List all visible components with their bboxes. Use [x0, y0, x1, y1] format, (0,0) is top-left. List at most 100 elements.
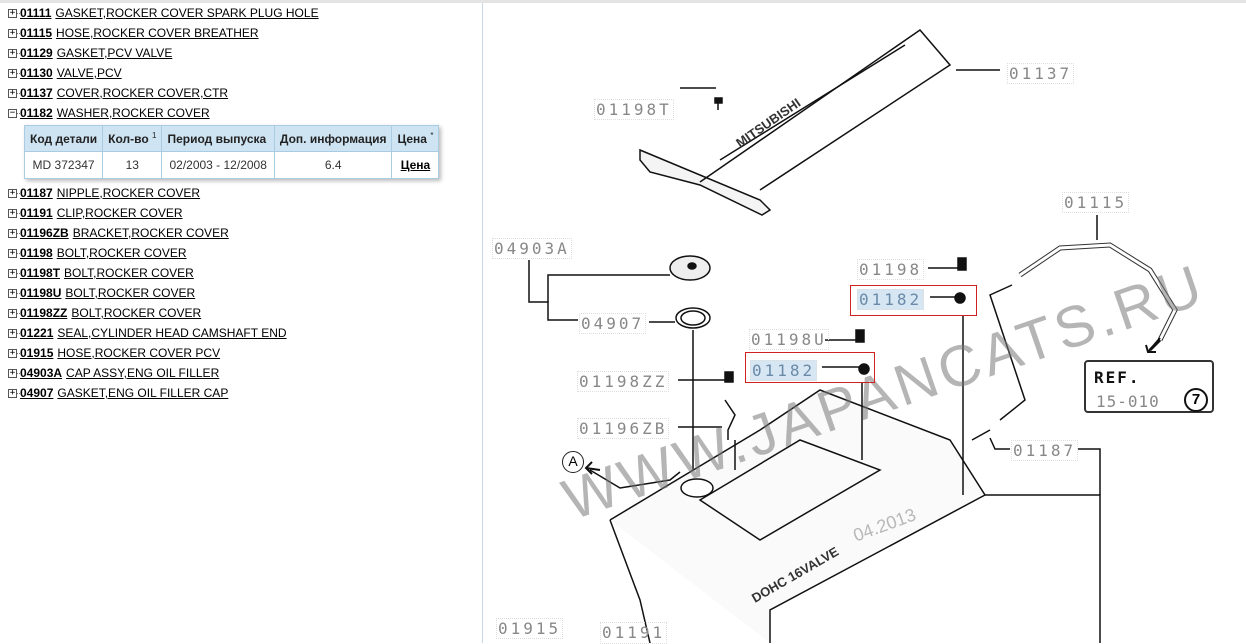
part-name: VALVE,PCV — [56, 66, 122, 80]
part-name: NIPPLE,ROCKER COVER — [56, 186, 201, 200]
callout-01198[interactable]: 01198 — [857, 259, 925, 280]
diagram-drawing: MITSUBISHI DOHC 16VALVE — [528, 28, 1178, 643]
part-code: 01115 — [20, 26, 53, 40]
expand-icon[interactable]: + — [8, 287, 20, 298]
part-code: 01111 — [20, 6, 52, 20]
part-name: BOLT,ROCKER COVER — [56, 246, 187, 260]
callout-01191[interactable]: 01191 — [600, 622, 668, 644]
callout-01182-lower[interactable]: 01182 — [750, 360, 818, 381]
ref-title: REF. — [1094, 368, 1141, 387]
callout-04903A[interactable]: 04903A — [492, 238, 572, 259]
expand-icon[interactable]: + — [8, 347, 20, 358]
col-period: Период выпуска — [161, 125, 275, 152]
expand-icon[interactable]: + — [8, 187, 20, 198]
part-name: CAP ASSY,ENG OIL FILLER — [66, 366, 220, 380]
reference-box[interactable]: REF. 15-010 7 — [1084, 360, 1214, 413]
callout-01198U[interactable]: 01198U — [749, 329, 829, 350]
callout-01198ZZ[interactable]: 01198ZZ — [577, 371, 670, 392]
part-name: WASHER,ROCKER COVER — [56, 106, 210, 120]
part-code: 01915 — [20, 346, 54, 360]
callout-01198T[interactable]: 01198T — [594, 99, 674, 120]
part-name: GASKET,ROCKER COVER SPARK PLUG HOLE — [55, 6, 319, 20]
expand-icon[interactable]: + — [8, 27, 20, 38]
expand-icon[interactable]: + — [8, 267, 20, 278]
part-code: 01187 — [20, 186, 53, 200]
part-name: BOLT,ROCKER COVER — [71, 306, 202, 320]
expand-icon[interactable]: + — [8, 247, 20, 258]
callout-01137[interactable]: 01137 — [1007, 63, 1075, 84]
bolt-01198T — [680, 87, 723, 110]
col-part-no: Код детали — [23, 125, 104, 152]
callout-01182-upper[interactable]: 01182 — [857, 289, 925, 310]
expand-icon[interactable]: + — [8, 87, 20, 98]
part-name: HOSE,ROCKER COVER BREATHER — [56, 26, 259, 40]
price-link[interactable]: Цена — [400, 158, 431, 172]
expand-icon[interactable]: + — [8, 327, 20, 338]
callout-04907[interactable]: 04907 — [579, 313, 647, 334]
expand-icon[interactable]: + — [8, 387, 20, 398]
callout-01187[interactable]: 01187 — [1011, 440, 1079, 461]
part-name: COVER,ROCKER COVER,CTR — [56, 86, 229, 100]
callout-01196ZB[interactable]: 01196ZB — [577, 418, 670, 439]
period: 02/2003 - 12/2008 — [161, 151, 275, 179]
extra-info: 6.4 — [273, 151, 393, 179]
top-border — [0, 0, 1246, 3]
part-code: 01198U — [20, 286, 62, 300]
ref-number: 7 — [1184, 388, 1208, 412]
expand-icon[interactable]: + — [8, 307, 20, 318]
expand-icon[interactable]: + — [8, 367, 20, 378]
part-code: 04903A — [20, 366, 63, 380]
view-marker-a: A — [562, 451, 584, 473]
view-arrow — [584, 461, 601, 475]
callout-01115[interactable]: 01115 — [1062, 192, 1130, 213]
callout-01915[interactable]: 01915 — [496, 618, 564, 639]
expand-icon[interactable]: + — [8, 47, 20, 58]
expand-icon[interactable]: + — [8, 67, 20, 78]
quantity: 13 — [102, 151, 163, 179]
expand-icon[interactable]: + — [8, 227, 20, 238]
oil-filler-cap — [528, 255, 711, 480]
rocker-cover-top-drawing: MITSUBISHI — [639, 28, 1000, 216]
part-code: 01130 — [20, 66, 53, 80]
collapse-icon[interactable]: − — [8, 107, 20, 118]
breather-hose — [971, 215, 1178, 450]
expand-icon[interactable]: + — [8, 7, 20, 18]
cover-logo: MITSUBISHI — [733, 95, 803, 150]
expand-icon[interactable]: + — [8, 207, 20, 218]
